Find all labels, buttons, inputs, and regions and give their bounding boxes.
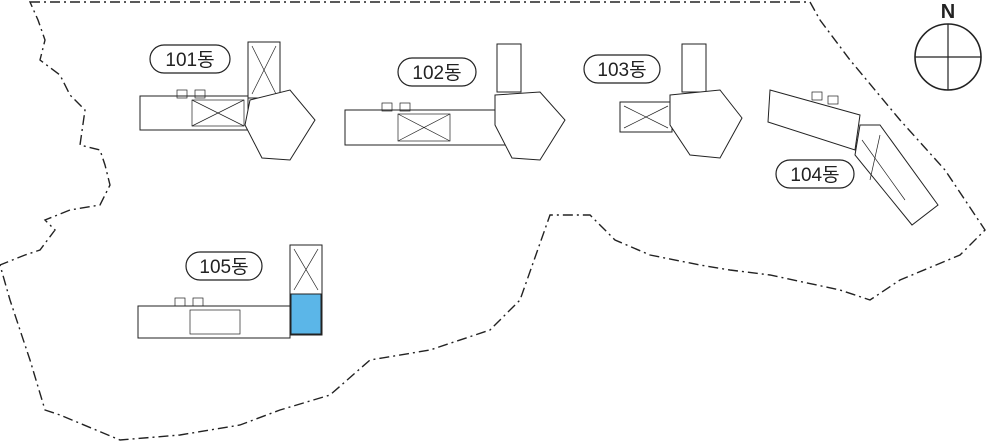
building-101-wing-a (139, 95, 249, 131)
building-102-wing-b (496, 43, 522, 93)
label-101: 101동 (149, 44, 231, 74)
building-101-core (244, 89, 316, 161)
building-102[interactable] (344, 43, 566, 161)
building-102-core (494, 91, 566, 161)
label-103: 103동 (583, 54, 661, 84)
building-105-highlight-unit[interactable] (290, 293, 322, 335)
label-102: 102동 (397, 57, 477, 87)
building-104[interactable] (767, 89, 939, 226)
compass-n-label: N (941, 1, 955, 23)
building-101-wing-b (247, 41, 281, 99)
label-105: 105동 (185, 251, 263, 281)
north-compass: N (914, 1, 982, 91)
building-104-wing-b (854, 124, 939, 226)
building-103[interactable] (619, 43, 743, 159)
label-102-text: 102동 (412, 63, 461, 84)
building-105-wing-a (137, 305, 291, 339)
building-103-core (669, 89, 743, 159)
label-101-text: 101동 (165, 50, 214, 71)
label-105-text: 105동 (199, 257, 248, 278)
building-102-wing-a (344, 109, 506, 146)
label-104-text: 104동 (790, 165, 839, 186)
label-103-text: 103동 (597, 60, 646, 81)
building-103-wing-b (681, 43, 707, 93)
building-105[interactable] (137, 244, 323, 339)
building-101[interactable] (139, 41, 316, 161)
building-104-wing-a (767, 89, 861, 151)
label-104: 104동 (775, 159, 855, 189)
